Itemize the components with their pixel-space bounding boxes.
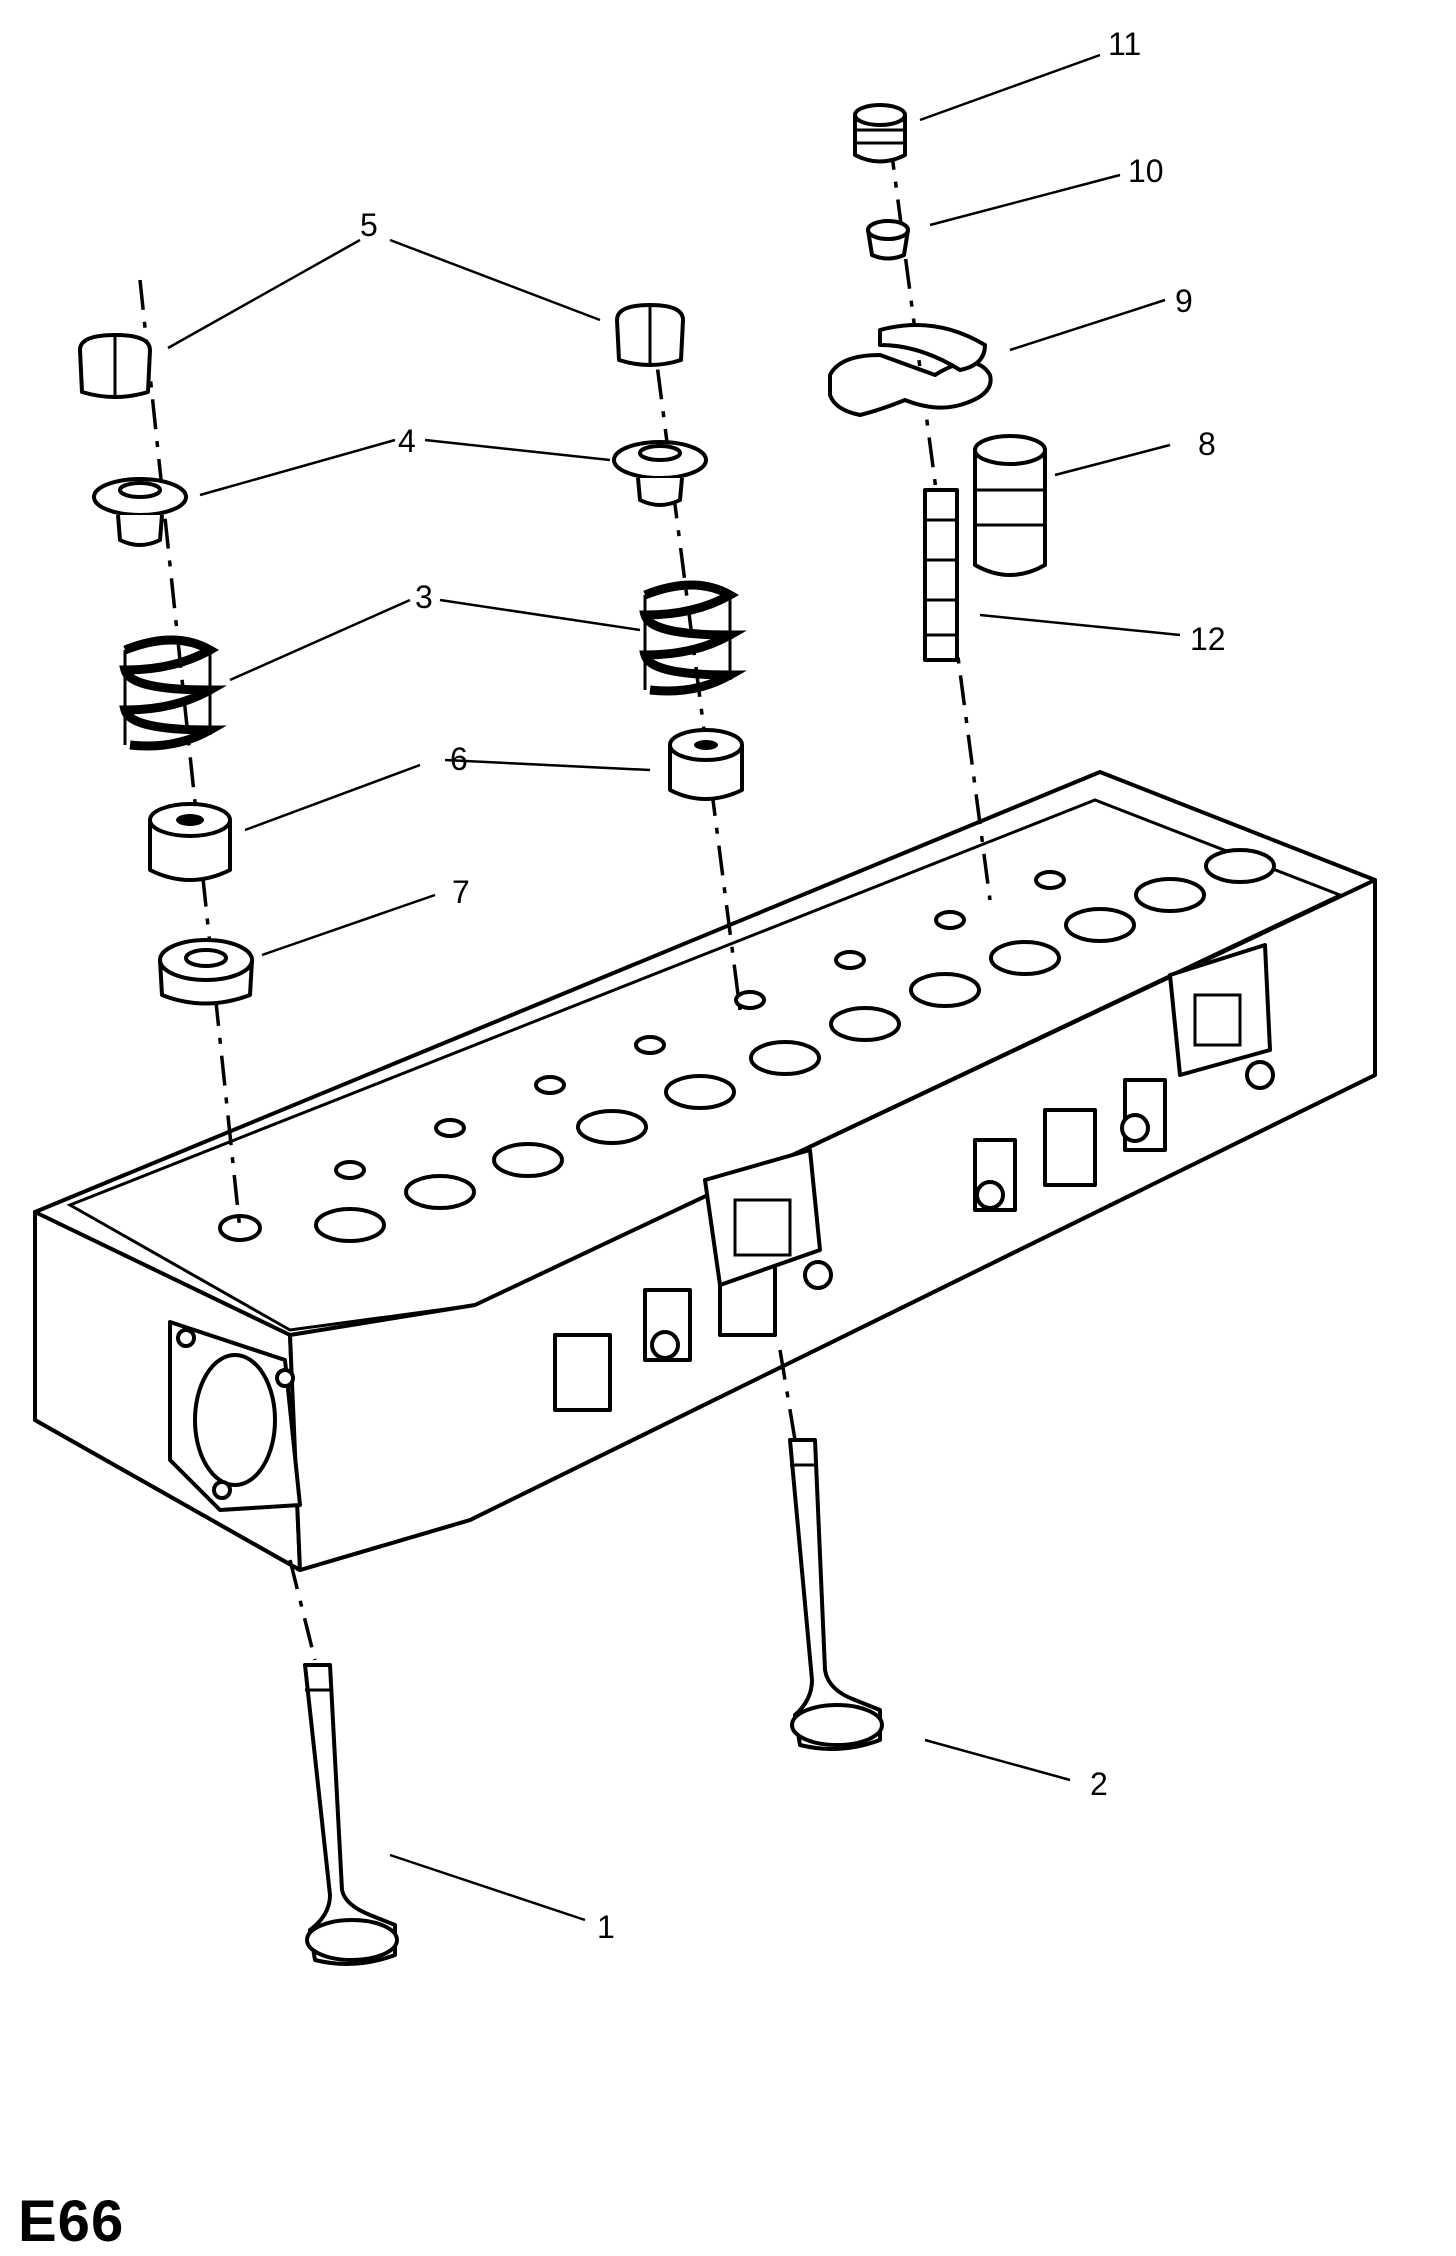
part-10-cup	[866, 219, 910, 261]
callout-5: 5	[360, 207, 378, 243]
callout-2: 2	[1090, 1766, 1108, 1802]
part-4-retainer-left	[92, 477, 188, 547]
part-6-seat-right	[668, 728, 744, 801]
leader-lines	[167, 53, 1181, 1922]
callout-1: 1	[597, 1909, 615, 1945]
part-9-rocker-arm	[828, 323, 993, 417]
tappet-bores	[218, 848, 1276, 1243]
part-12-stud	[923, 488, 959, 662]
callout-8: 8	[1198, 426, 1216, 462]
part-11-adjuster	[853, 103, 907, 164]
cylinder-head	[33, 770, 1377, 1572]
part-3-spring-left	[119, 635, 227, 751]
callout-7: 7	[452, 874, 470, 910]
callout-labels: 5 4 3 6 7 11 10 9 8 12 2 1	[360, 26, 1226, 1945]
part-8-tappet	[973, 434, 1047, 577]
callout-12: 12	[1190, 621, 1226, 657]
callout-6: 6	[450, 741, 468, 777]
page-code: E66	[18, 2189, 125, 2254]
callout-11: 11	[1108, 26, 1141, 62]
callout-3: 3	[415, 579, 433, 615]
callout-9: 9	[1175, 283, 1193, 319]
callout-10: 10	[1128, 153, 1164, 189]
part-5-collets-left	[78, 333, 152, 399]
part-1-valve	[303, 1663, 399, 1966]
callout-4: 4	[398, 423, 416, 459]
part-3-spring-right	[639, 580, 747, 696]
part-7-stem-seal	[158, 938, 254, 1006]
part-2-valve	[788, 1438, 884, 1751]
part-4-retainer-right	[612, 440, 708, 507]
part-5-collets-right	[615, 303, 685, 367]
part-6-seat-left	[148, 802, 232, 882]
